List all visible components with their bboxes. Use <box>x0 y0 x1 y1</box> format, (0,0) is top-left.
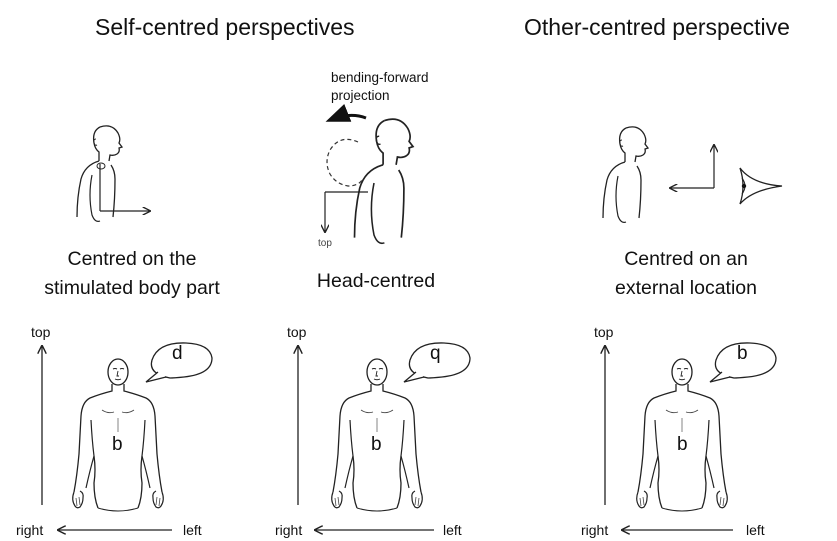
axis-label-left-3: left <box>746 522 765 538</box>
external-axes <box>670 145 714 188</box>
body-letter-1: b <box>112 434 123 455</box>
axis-label-right-1: right <box>16 522 44 538</box>
axis-label-left-2: left <box>443 522 462 538</box>
side-figure-external <box>602 126 649 224</box>
caption-external-line1: Centred on an <box>624 248 748 270</box>
caption-external-line2: external location <box>614 277 757 299</box>
caption-body-part-line2: stimulated body part <box>44 277 220 299</box>
annotation-top-small: top <box>318 238 332 249</box>
axis-label-right-3: right <box>581 522 609 538</box>
body-centred-axes <box>96 162 150 211</box>
bending-arrow <box>325 103 367 122</box>
axis-label-top-2: top <box>287 324 307 340</box>
heading-self-centred: Self-centred perspectives <box>95 14 355 40</box>
annotation-bending-forward: bending-forward <box>331 70 429 85</box>
caption-head-centred: Head-centred <box>316 270 436 292</box>
annotation-projection: projection <box>331 88 390 103</box>
side-figure-head-centred <box>353 118 414 245</box>
bubble-letter-2: q <box>430 343 441 364</box>
axis-label-top-3: top <box>594 324 614 340</box>
eye-icon <box>739 167 783 205</box>
head-centred-axes <box>325 191 368 232</box>
body-letter-3: b <box>677 434 688 455</box>
axis-label-right-2: right <box>275 522 303 538</box>
axis-label-left-1: left <box>183 522 202 538</box>
body-letter-2: b <box>371 434 382 455</box>
bubble-letter-3: b <box>737 343 748 364</box>
bubble-letter-1: d <box>172 343 183 364</box>
axis-label-top-1: top <box>31 324 51 340</box>
projected-head-dashed <box>326 138 363 187</box>
caption-body-part-line1: Centred on the <box>67 248 197 270</box>
heading-other-centred: Other-centred perspective <box>524 14 790 40</box>
